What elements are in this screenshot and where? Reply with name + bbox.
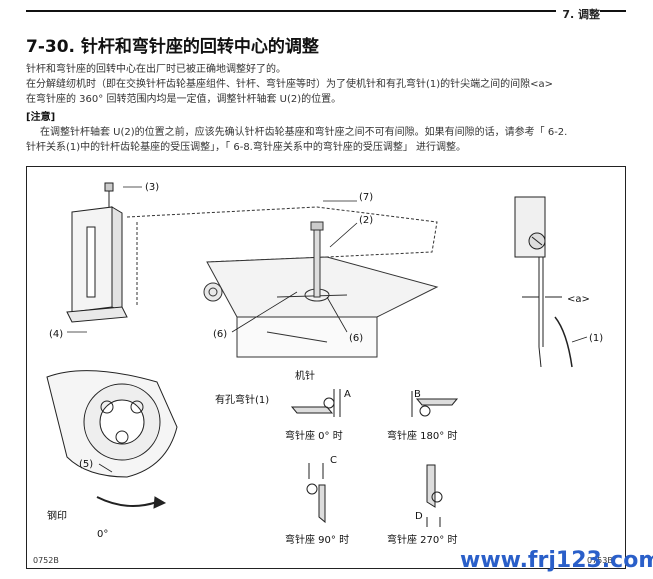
gap-C-label: C xyxy=(330,455,337,466)
note-line: 针杆关系(1)中的针杆齿轮基座的受压调整」，「 6-8.弯针座关系中的弯针座的受… xyxy=(26,142,467,153)
callout-6-right: (6) xyxy=(349,333,363,344)
machine-bed-illustration xyxy=(126,206,439,358)
figure-code-left: 0752B xyxy=(33,556,59,565)
body-line: 针杆和弯针座的回转中心在出厂时已被正确地调整好了的。 xyxy=(26,64,286,75)
position-180-caption: 弯针座 180° 时 xyxy=(387,429,457,442)
needle-closeup-illustration xyxy=(514,196,573,368)
body-line: 在分解缝纫机时（即在交换针杆齿轮基座组件、针杆、弯针座等时）为了使机针和有孔弯针… xyxy=(26,79,554,90)
site-watermark: www.frj123.com xyxy=(460,548,653,573)
body-text: 针杆和弯针座的回转中心在出厂时已被正确地调整好了的。 在分解缝纫机时（即在交换针… xyxy=(26,62,636,155)
gap-B-label: B xyxy=(414,389,421,400)
note-line: 在调整针杆轴套 U(2)的位置之前，应该先确认针杆齿轮基座和弯针座之间不可有间隙… xyxy=(40,127,568,138)
callout-6-left: (6) xyxy=(213,329,227,340)
zero-degree-label: 0° xyxy=(97,529,108,540)
gap-a-label: <a> xyxy=(567,294,590,305)
header-rule: 7. 调整 xyxy=(26,8,626,22)
callout-5: (5) xyxy=(79,459,93,470)
gap-D-label: D xyxy=(415,511,423,522)
looper-label: 有孔弯针(1) xyxy=(215,393,269,406)
position-diagrams xyxy=(290,389,459,527)
figure-frame: (3) (7) (2) (4) (6) (6) (1) <a> (5) 机针 有… xyxy=(26,166,626,569)
technical-drawing: (3) (7) (2) (4) (6) (6) (1) <a> (5) 机针 有… xyxy=(33,182,613,565)
figure-code-right: 0753B xyxy=(587,556,613,565)
note-title: [注意] xyxy=(26,112,56,123)
page-title: 7-30. 针杆和弯针座的回转中心的调整 xyxy=(26,37,319,57)
leader-lines xyxy=(67,186,588,473)
needle-label: 机针 xyxy=(295,369,315,382)
callout-4: (4) xyxy=(49,329,63,340)
gap-A-label: A xyxy=(344,389,351,400)
bracket-part xyxy=(66,182,128,323)
position-0-caption: 弯针座 0° 时 xyxy=(285,429,343,442)
callout-2: (2) xyxy=(359,215,373,226)
section-label: 7. 调整 xyxy=(556,8,600,22)
callout-1: (1) xyxy=(589,333,603,344)
callout-3: (3) xyxy=(145,182,159,193)
position-270-caption: 弯针座 270° 时 xyxy=(387,533,457,546)
callout-7: (7) xyxy=(359,192,373,203)
stamp-label: 钢印 xyxy=(47,509,67,522)
body-line: 在弯针座的 360° 回转范围内均是一定值，调整针杆轴套 U(2)的位置。 xyxy=(26,94,342,105)
position-90-caption: 弯针座 90° 时 xyxy=(285,533,349,546)
looper-holder-illustration xyxy=(46,370,178,509)
